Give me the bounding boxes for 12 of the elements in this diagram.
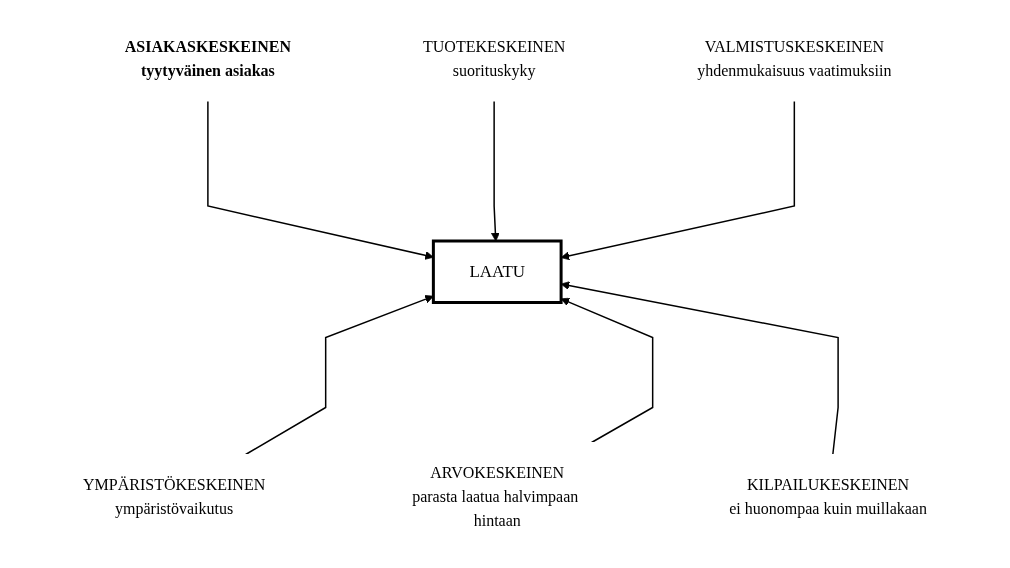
node-text: VALMISTUSKESKEINEN yhdenmukaisuus vaatimuksiin (697, 38, 892, 80)
node-text: TUOTEKESKEINEN suorituskyky (423, 38, 566, 80)
arrow (491, 100, 500, 242)
arrow (244, 295, 434, 456)
node-text: ARVOKESKEINEN parasta laatua halvimpaan hintaan (412, 463, 579, 529)
node-text: YMPÄRISTÖKESKEINEN ympäristövaikutus (83, 475, 266, 517)
arrow (560, 281, 839, 456)
node-box: LAATU (431, 239, 563, 305)
arrow (560, 298, 654, 444)
node-text: KILPAILUKESKEINEN ei huonompaa kuin muillakaan (729, 475, 927, 517)
node-text: ASIAKASKESKEINEN tyytyväinen asiakas (124, 38, 292, 80)
arrow (207, 100, 434, 260)
